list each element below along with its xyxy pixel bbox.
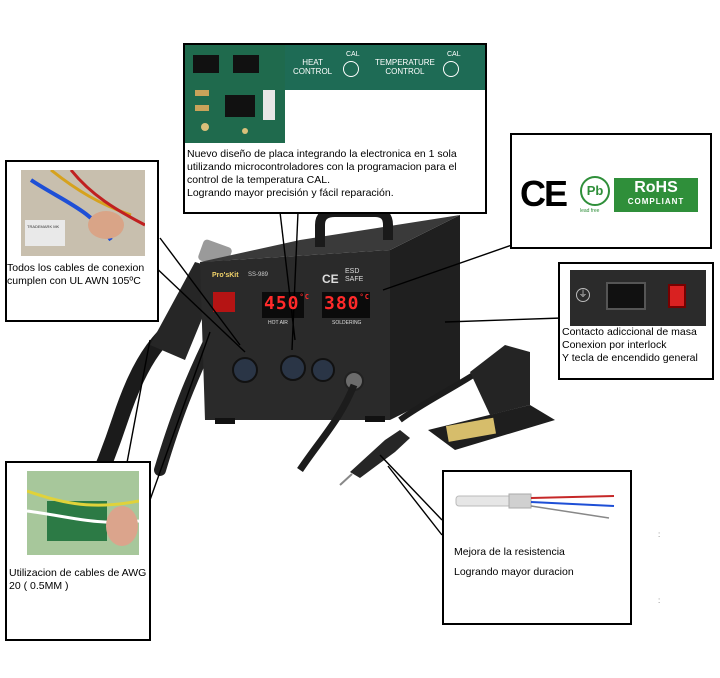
- pcb-photo: [185, 45, 285, 143]
- display-left-readout: 450°C: [264, 293, 310, 314]
- pointer-cables-2: [149, 261, 246, 353]
- cleaning-sponge: [445, 417, 497, 442]
- knob-1: [232, 357, 258, 383]
- ground-icon: ⏚: [576, 288, 590, 302]
- lead-free-label: Pb: [586, 183, 604, 198]
- lead-free-icon: Pb: [580, 176, 610, 206]
- ground-callout: ⏚ Contacto adiccional de masa Conexion p…: [558, 262, 714, 380]
- cables-thumb-label: TRADEMARK MK: [27, 224, 60, 229]
- awg-photo: [27, 471, 139, 555]
- heat-cal-label: CAL: [346, 51, 360, 58]
- station-model: SS-989: [248, 272, 269, 278]
- station-top: [200, 215, 460, 262]
- pointer-ground: [444, 317, 563, 323]
- resist-line2: Logrando mayor duracion: [454, 566, 574, 578]
- station-ce-small: CE: [322, 272, 339, 286]
- cables-drawing: [21, 170, 145, 256]
- temp-cal-label: CAL: [447, 51, 461, 58]
- temp-control-label: TEMPERATURE CONTROL: [375, 58, 435, 76]
- cables-photo: TRADEMARK MK: [21, 170, 145, 256]
- resist-callout: Mejora de la resistencia Logrando mayor …: [442, 470, 632, 625]
- knob-3: [311, 358, 335, 382]
- iron-tip: [339, 473, 353, 486]
- display-right-readout: 380°C: [324, 293, 370, 314]
- heater-element-drawing: [455, 493, 615, 519]
- rear-panel-photo: ⏚: [570, 270, 706, 326]
- cables-callout: TRADEMARK MK Todos los cables de conexio…: [5, 160, 159, 322]
- ce-mark: CE: [520, 173, 568, 214]
- cert-callout: CE Pb lead free RoHS COMPLIANT: [510, 133, 712, 249]
- pcb-chip-drawing: [193, 55, 275, 134]
- ground-caption: Contacto adiccional de masa Conexion por…: [562, 326, 698, 364]
- pointer-cert: [382, 244, 513, 291]
- rohs-sub: COMPLIANT: [627, 197, 685, 206]
- resist-line1: Mejora de la resistencia: [454, 546, 565, 558]
- display-left-value: 450: [264, 293, 300, 314]
- pointer-cables: [159, 237, 241, 346]
- power-socket: [606, 282, 646, 310]
- pcb-callout: HEAT CONTROL CAL TEMPERATURE CONTROL CAL…: [183, 43, 487, 214]
- pointer-pcb: [279, 211, 296, 341]
- power-switch: [668, 284, 686, 308]
- pointer-awg: [149, 331, 211, 501]
- label-soldering: SOLDERING: [332, 320, 362, 326]
- pcb-caption: Nuevo diseño de placa integrando la elec…: [187, 148, 457, 199]
- display-left-unit: °C: [299, 293, 310, 301]
- knob-2: [280, 355, 306, 381]
- rohs-badge: RoHS COMPLIANT: [614, 178, 698, 212]
- display-right-panel: [322, 292, 370, 318]
- label-hot-air: HOT AIR: [268, 320, 288, 326]
- heat-cal-knob: [343, 61, 359, 77]
- stray-mark-1: :: [658, 530, 661, 539]
- display-right-value: 380: [324, 293, 360, 314]
- awg-caption: Utilizacion de cables de AWG 20 ( 0.5MM …: [9, 567, 147, 592]
- station-brand: Pro'sKit: [212, 272, 239, 279]
- temp-cal-knob: [443, 61, 459, 77]
- rohs-title: RoHS: [634, 179, 678, 196]
- stray-mark-2: :: [658, 596, 661, 605]
- soldering-iron: [350, 430, 410, 478]
- pointer-resist-2: [387, 465, 443, 536]
- pcb-control-panel: HEAT CONTROL CAL TEMPERATURE CONTROL CAL: [285, 45, 485, 90]
- awg-drawing: [27, 471, 139, 555]
- station-esd-label: ESD SAFE: [345, 268, 364, 283]
- station-side: [390, 215, 460, 420]
- foot-left: [215, 418, 235, 424]
- display-left-panel: [262, 292, 304, 318]
- pointer-pcb-2: [291, 211, 299, 351]
- lead-free-sub: lead free: [580, 208, 600, 214]
- display-right-unit: °C: [359, 293, 370, 301]
- iron-cable: [297, 383, 358, 472]
- iron-stand-body: [470, 345, 530, 415]
- cables-caption: Todos los cables de conexion cumplen con…: [7, 262, 145, 287]
- power-indicator: [213, 292, 235, 312]
- foot-right: [365, 416, 385, 422]
- iron-cable-2: [398, 369, 480, 423]
- awg-callout: Utilizacion de cables de AWG 20 ( 0.5MM …: [5, 461, 151, 641]
- pointer-resist: [379, 454, 443, 521]
- heat-control-label: HEAT CONTROL: [293, 58, 333, 76]
